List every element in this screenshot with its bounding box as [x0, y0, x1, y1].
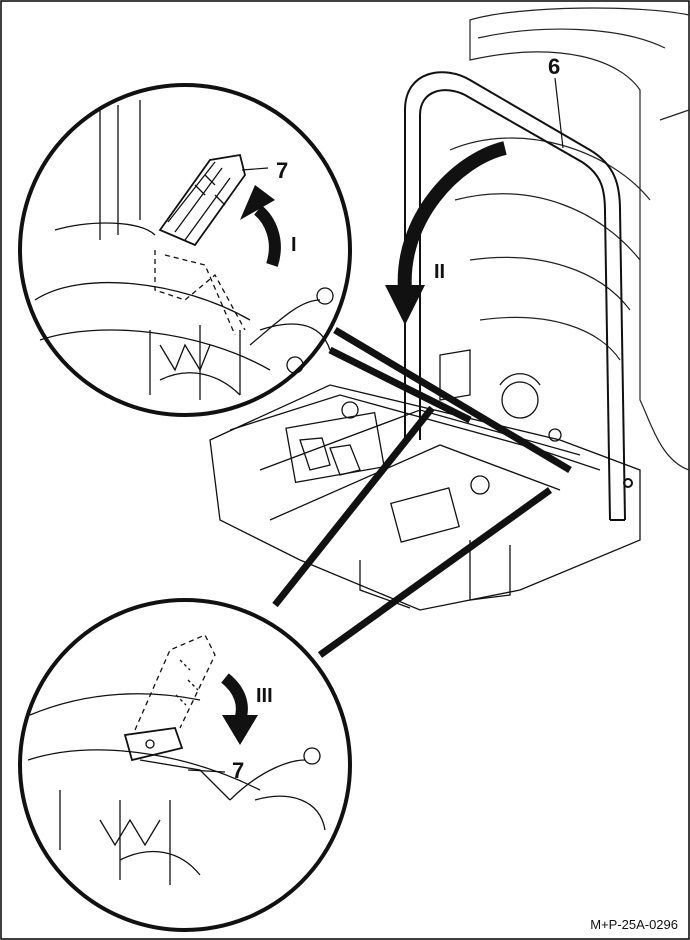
step-three-label: III — [256, 685, 273, 707]
lever-bottom-leader-line — [187, 769, 226, 773]
bow-callout-label: 6 — [548, 54, 561, 79]
arrow-i-icon — [253, 205, 281, 267]
vehicle-seat-backrest — [449, 7, 690, 471]
detail-circle-top — [18, 83, 352, 417]
bow-leader-line — [554, 77, 564, 149]
safety-bow — [404, 71, 633, 521]
step-one-label: I — [291, 234, 297, 256]
detail-circle-bottom — [18, 598, 352, 932]
step-two-label: II — [434, 261, 446, 283]
lever-bottom-callout-label: 7 — [232, 758, 245, 783]
lever-top-leader-line — [241, 167, 269, 171]
lever-top-callout-label: 7 — [276, 158, 289, 183]
child-seat-base — [209, 349, 641, 611]
arrow-ii-icon — [385, 141, 507, 325]
detail-connector-lines — [272, 326, 572, 658]
figure-reference-code: M+P-25A-0296 — [590, 917, 678, 932]
